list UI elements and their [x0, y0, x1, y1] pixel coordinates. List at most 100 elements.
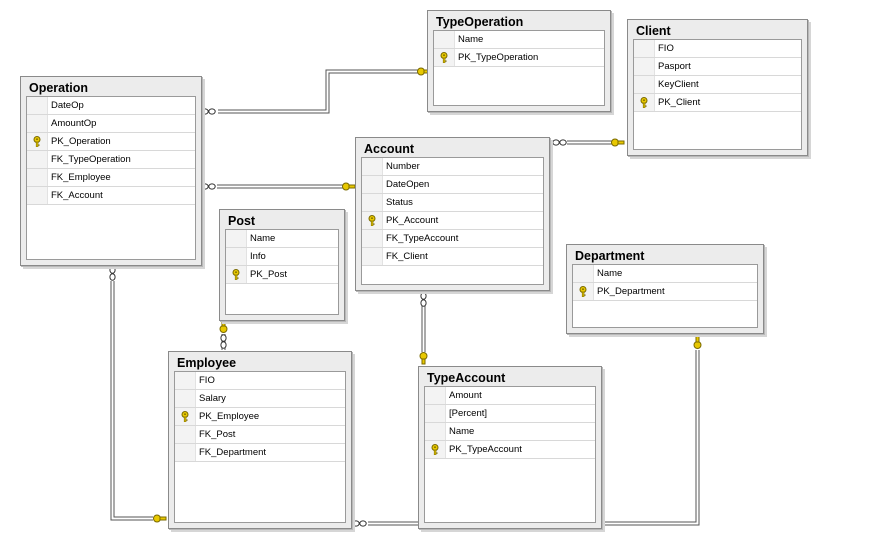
primary-key-icon — [579, 286, 587, 297]
column-row[interactable]: Status — [362, 194, 543, 212]
rel-account-typeaccount[interactable] — [421, 306, 426, 352]
row-selector-key[interactable] — [362, 212, 383, 229]
row-selector[interactable] — [27, 169, 48, 186]
column-row[interactable]: Name — [226, 230, 338, 248]
column-row[interactable]: PK_Employee — [175, 408, 345, 426]
column-row[interactable]: PK_TypeOperation — [434, 49, 604, 67]
row-selector[interactable] — [175, 444, 196, 461]
column-row[interactable]: PK_Department — [573, 283, 757, 301]
column-row[interactable]: FK_Department — [175, 444, 345, 462]
row-selector[interactable] — [425, 423, 446, 440]
row-selector[interactable] — [362, 248, 383, 265]
rel-operation-account[interactable] — [217, 184, 343, 189]
row-selector-key[interactable] — [634, 94, 655, 111]
column-row[interactable]: Number — [362, 158, 543, 176]
column-name: Status — [386, 197, 413, 208]
row-selector[interactable] — [27, 187, 48, 204]
column-row[interactable]: FK_TypeOperation — [27, 151, 195, 169]
row-selector-key[interactable] — [573, 283, 594, 300]
column-row[interactable]: Name — [434, 31, 604, 49]
column-name: [Percent] — [449, 408, 488, 419]
column-name: AmountOp — [51, 118, 97, 129]
row-selector[interactable] — [175, 372, 196, 389]
row-selector[interactable] — [226, 230, 247, 247]
column-row[interactable]: PK_TypeAccount — [425, 441, 595, 459]
column-row[interactable]: PK_Client — [634, 94, 801, 112]
row-selector[interactable] — [175, 426, 196, 443]
row-selector-key[interactable] — [27, 133, 48, 150]
many-end-marker — [552, 139, 567, 146]
column-row[interactable]: FIO — [634, 40, 801, 58]
column-name: Amount — [449, 390, 482, 401]
many-end-marker — [420, 292, 427, 307]
row-selector-key[interactable] — [434, 49, 455, 66]
row-selector[interactable] — [362, 158, 383, 175]
column-row[interactable]: Info — [226, 248, 338, 266]
row-selector[interactable] — [425, 405, 446, 422]
column-name: PK_Operation — [51, 136, 111, 147]
column-name: Info — [250, 251, 266, 262]
row-selector-key[interactable] — [226, 266, 247, 283]
rel-operation-typeoperation[interactable] — [218, 69, 418, 114]
row-selector[interactable] — [425, 387, 446, 404]
row-selector[interactable] — [634, 40, 655, 57]
row-selector[interactable] — [27, 115, 48, 132]
primary-key-icon — [181, 411, 189, 422]
table-title: Employee — [177, 356, 237, 370]
row-selector[interactable] — [362, 176, 383, 193]
column-name: Name — [449, 426, 475, 437]
column-row[interactable]: AmountOp — [27, 115, 195, 133]
column-row[interactable]: DateOpen — [362, 176, 543, 194]
table-title: Account — [364, 142, 414, 156]
column-row[interactable]: FK_Post — [175, 426, 345, 444]
row-selector-key[interactable] — [425, 441, 446, 458]
row-selector[interactable] — [362, 230, 383, 247]
row-selector[interactable] — [634, 76, 655, 93]
column-row[interactable]: FK_Account — [27, 187, 195, 205]
column-row[interactable]: [Percent] — [425, 405, 595, 423]
column-row[interactable]: FK_Client — [362, 248, 543, 266]
table-title: Client — [636, 24, 671, 38]
primary-key-icon — [640, 97, 648, 108]
column-name: FK_Department — [199, 447, 267, 458]
row-selector[interactable] — [27, 151, 48, 168]
column-row[interactable]: Name — [573, 265, 757, 283]
column-row[interactable]: Amount — [425, 387, 595, 405]
column-row[interactable]: Salary — [175, 390, 345, 408]
row-selector[interactable] — [175, 390, 196, 407]
column-row[interactable]: Pasport — [634, 58, 801, 76]
column-name: PK_Department — [597, 286, 665, 297]
row-selector[interactable] — [362, 194, 383, 211]
row-selector[interactable] — [573, 265, 594, 282]
primary-key-icon — [232, 269, 240, 280]
row-selector[interactable] — [27, 97, 48, 114]
row-selector[interactable] — [434, 31, 455, 48]
rel-operation-employee[interactable] — [110, 281, 153, 521]
table-title: TypeAccount — [427, 371, 506, 385]
row-selector[interactable] — [226, 248, 247, 265]
column-row[interactable]: FK_TypeAccount — [362, 230, 543, 248]
column-row[interactable]: PK_Post — [226, 266, 338, 284]
column-row[interactable]: FIO — [175, 372, 345, 390]
column-row[interactable]: KeyClient — [634, 76, 801, 94]
many-end-marker — [220, 334, 227, 349]
column-row[interactable]: DateOp — [27, 97, 195, 115]
column-row[interactable]: PK_Operation — [27, 133, 195, 151]
column-name: Name — [597, 268, 623, 279]
column-row[interactable]: FK_Employee — [27, 169, 195, 187]
row-selector-key[interactable] — [175, 408, 196, 425]
row-selector[interactable] — [634, 58, 655, 75]
rel-account-client[interactable] — [567, 140, 612, 145]
column-row[interactable]: Name — [425, 423, 595, 441]
column-row[interactable]: PK_Account — [362, 212, 543, 230]
